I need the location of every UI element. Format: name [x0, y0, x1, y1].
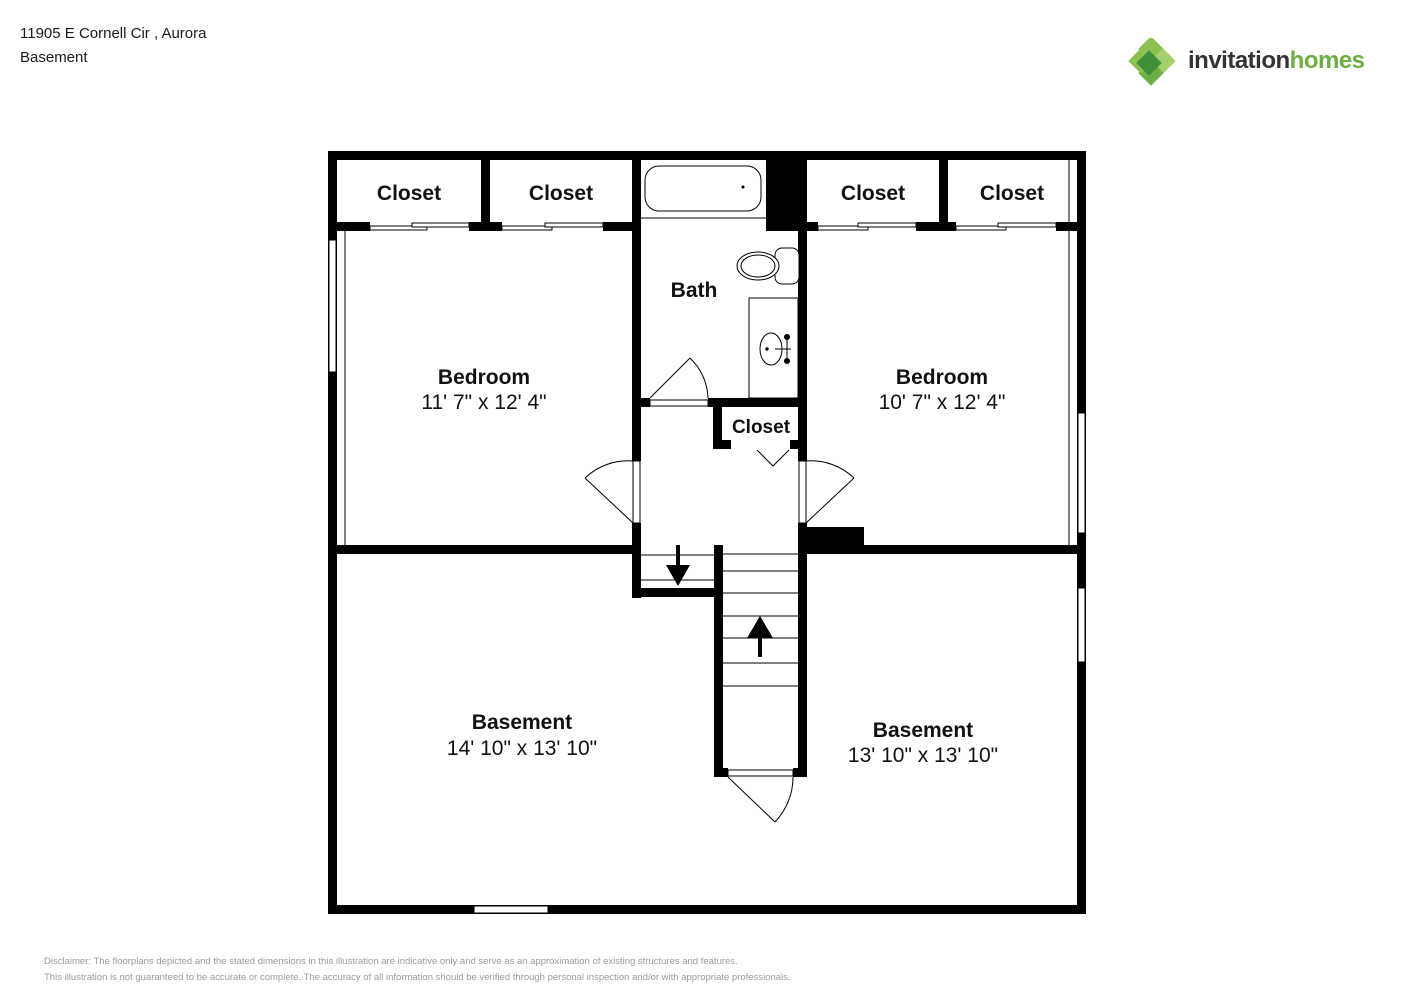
basement-left-dimensions: 14' 10" x 13' 10"	[447, 737, 597, 760]
sink-icon	[748, 297, 799, 399]
bedroom-left-dimensions: 11' 7" x 12' 4"	[421, 391, 546, 414]
property-address: 11905 E Cornell Cir , Aurora	[20, 25, 207, 42]
basement-right-label: Basement	[873, 719, 973, 742]
walls	[328, 151, 1086, 914]
disclaimer: Disclaimer: The floorplans depicted and …	[44, 954, 791, 986]
basement-right-dimensions: 13' 10" x 13' 10"	[848, 744, 998, 767]
disclaimer-line-2: This illustration is not guaranteed to b…	[44, 972, 791, 983]
property-header: 11905 E Cornell Cir , Aurora Basement	[20, 22, 206, 70]
bathtub-icon	[641, 165, 766, 219]
stair-down-arrow-icon	[666, 545, 690, 586]
closet-2-label: Closet	[529, 182, 593, 205]
bedroom-right-label: Bedroom	[896, 366, 988, 389]
closet-1-label: Closet	[377, 182, 441, 205]
logo-mark-icon	[1128, 38, 1176, 86]
wall-lines	[344, 160, 1070, 545]
swing-doors	[584, 357, 855, 823]
bedroom-left-label: Bedroom	[438, 366, 530, 389]
logo-wordmark: invitationhomes	[1188, 47, 1365, 75]
logo-word-invitation: invitation	[1188, 47, 1290, 74]
disclaimer-line-1: Disclaimer: The floorplans depicted and …	[44, 956, 738, 967]
closet-3-label: Closet	[841, 182, 905, 205]
bath-label: Bath	[671, 279, 718, 302]
hall-closet-label: Closet	[732, 417, 791, 438]
bedroom-right-dimensions: 10' 7" x 12' 4"	[879, 391, 1006, 414]
sliding-doors	[369, 222, 1057, 231]
logo-word-homes: homes	[1289, 47, 1365, 74]
floor-label: Basement	[20, 49, 88, 66]
stair-up-arrow-icon	[747, 616, 773, 657]
toilet-icon	[736, 247, 800, 285]
windows	[328, 239, 1086, 914]
closet-4-label: Closet	[980, 182, 1044, 205]
basement-left-label: Basement	[472, 711, 572, 734]
invitation-homes-logo: invitationhomes	[1128, 38, 1388, 88]
